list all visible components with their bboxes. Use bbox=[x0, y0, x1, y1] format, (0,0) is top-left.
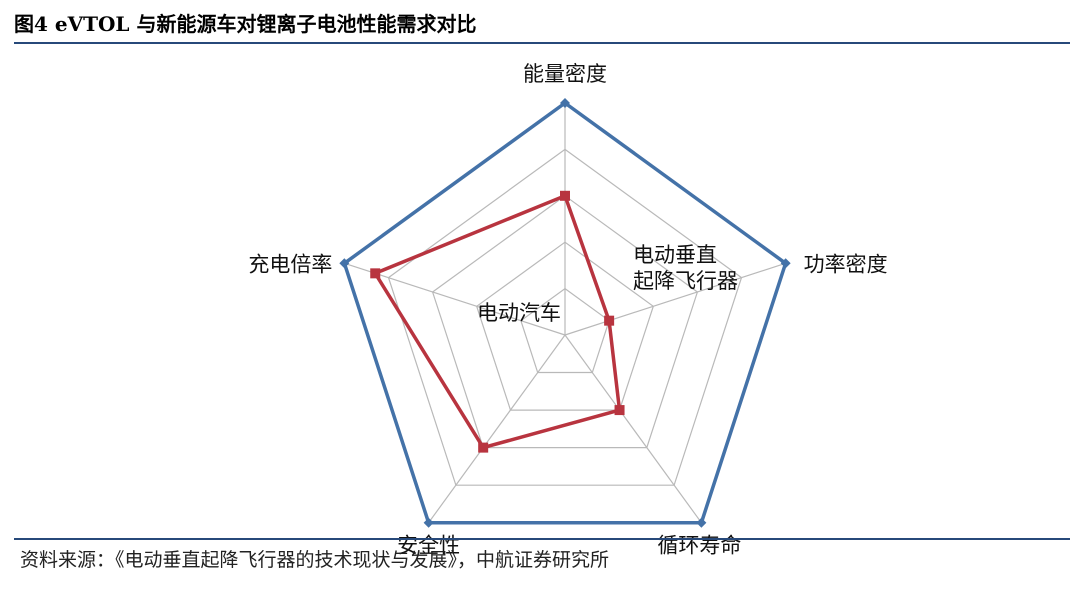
series-0-point-0 bbox=[560, 98, 570, 108]
title-rule bbox=[14, 42, 1070, 44]
series-1-point-2 bbox=[614, 405, 625, 416]
axis-label-安全性: 安全性 bbox=[397, 534, 460, 558]
series-label-1-line-0: 电动汽车 bbox=[477, 301, 561, 325]
series-1-point-3 bbox=[478, 442, 489, 453]
series-0-point-2 bbox=[696, 517, 707, 528]
grid-ring-2 bbox=[475, 241, 655, 411]
series-line-0 bbox=[342, 100, 788, 525]
series-0-point-1 bbox=[780, 258, 791, 269]
axis-spoke-2 bbox=[564, 334, 702, 524]
radar-series bbox=[339, 98, 791, 528]
series-label-0-line-0: 电动垂直 bbox=[633, 243, 717, 267]
radar-grid bbox=[343, 102, 787, 524]
series-label-0-line-1: 起降飞行器 bbox=[633, 269, 738, 293]
axis-spoke-4 bbox=[344, 262, 566, 336]
series-1-point-0 bbox=[560, 190, 570, 201]
series-1-point-1 bbox=[604, 315, 615, 326]
source-rule bbox=[14, 538, 1070, 540]
series-0-point-4 bbox=[339, 258, 350, 269]
grid-ring-3 bbox=[431, 195, 699, 449]
source-note: 资料来源：《电动垂直起降飞行器的技术现状与发展》，中航证券研究所 bbox=[20, 549, 610, 571]
axis-spoke-3 bbox=[428, 334, 566, 524]
axis-label-能量密度: 能量密度 bbox=[523, 62, 607, 86]
axis-label-充电倍率: 充电倍率 bbox=[248, 252, 332, 276]
axis-label-功率密度: 功率密度 bbox=[804, 252, 888, 276]
series-0-point-3 bbox=[423, 517, 434, 528]
figure-title: 图4 eVTOL 与新能源车对锂离子电池性能需求对比 bbox=[14, 12, 477, 36]
figure-header: 图4 eVTOL 与新能源车对锂离子电池性能需求对比 bbox=[14, 6, 1070, 44]
series-1-point-4 bbox=[370, 268, 381, 279]
axis-label-循环寿命: 循环寿命 bbox=[657, 534, 741, 558]
axis-spoke-1 bbox=[564, 262, 786, 336]
series-line-1 bbox=[372, 193, 622, 450]
grid-ring-1 bbox=[520, 287, 610, 374]
